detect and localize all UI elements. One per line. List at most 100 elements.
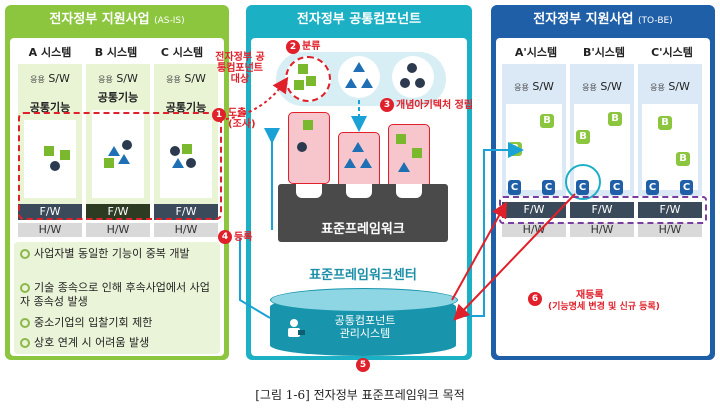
b-component-icon: B bbox=[540, 114, 554, 128]
step-label-classify: 분류 bbox=[302, 41, 321, 52]
b-component-icon: B bbox=[608, 112, 622, 126]
green-square-shape bbox=[104, 158, 114, 168]
c-component-icon: C bbox=[610, 180, 623, 195]
dark-circle-shape bbox=[400, 78, 410, 88]
figure-caption: [그림 1-6] 전자정부 표준프레임워크 목적 bbox=[255, 388, 465, 402]
issue-bullet-2: 기술 종속으로 인해 후속사업에서 사업자 종속성 발생 bbox=[20, 281, 210, 308]
blue-triangle-shape bbox=[360, 158, 372, 168]
step-label-reregister: 재등록 bbox=[576, 290, 604, 301]
to-be-title-text: 전자정부 지원사업 bbox=[533, 12, 634, 27]
green-square-shape bbox=[182, 144, 192, 154]
framework-slot bbox=[296, 184, 322, 198]
to-be-title: 전자정부 지원사업 (TO-BE) bbox=[496, 7, 710, 33]
common-function-dashed-outline bbox=[18, 112, 222, 220]
framework-slot bbox=[396, 184, 422, 198]
step-number-5: 5 bbox=[356, 358, 370, 372]
common-component-title: 전자정부 공통컴포넌트 bbox=[296, 12, 422, 27]
system-c-common: 공통기능 bbox=[165, 101, 207, 114]
c-component-icon: C bbox=[646, 180, 659, 195]
step-label-extract: 도출 (조사) bbox=[228, 108, 256, 130]
issues-box bbox=[14, 242, 220, 354]
dark-circle-shape bbox=[170, 146, 180, 156]
blue-triangle-shape bbox=[345, 78, 357, 88]
system-a2-hw: H/W bbox=[502, 223, 566, 237]
system-c-sw: 응용 S/W bbox=[166, 72, 206, 85]
blue-triangle-shape bbox=[361, 78, 373, 88]
reregister-arrow-up bbox=[451, 201, 507, 301]
issue-bullet-1: 사업자별 동일한 기능이 중복 개발 bbox=[20, 247, 216, 261]
dark-circle-shape bbox=[122, 140, 132, 150]
step-number-6: 6 bbox=[528, 292, 542, 306]
system-c-fw: F/W bbox=[154, 204, 218, 220]
b-component-icon: B bbox=[576, 130, 590, 144]
step-number-3: 3 bbox=[380, 98, 394, 112]
cylinder-top bbox=[270, 288, 458, 312]
step-label-reregister-detail: (기능명세 변경 및 신규 등록) bbox=[548, 302, 660, 312]
reregister-arrow-down bbox=[453, 193, 576, 321]
as-is-title-text: 전자정부 지원사업 bbox=[49, 12, 150, 27]
blue-triangle-shape bbox=[172, 158, 184, 168]
c-component-icon: C bbox=[542, 180, 555, 195]
management-system-label: 공통컴포넌트 관리시스템 bbox=[310, 314, 420, 340]
step-label-architecture: 개념아키텍처 정립 bbox=[396, 100, 474, 111]
system-c2-fw: F/W bbox=[638, 202, 702, 218]
blue-triangle-shape bbox=[108, 146, 120, 156]
step-label-register: 등록 bbox=[234, 232, 253, 243]
highlight-circle bbox=[565, 164, 601, 200]
step-number-4: 4 bbox=[218, 230, 232, 244]
system-b-title: B 시스템 bbox=[94, 46, 138, 59]
step-number-2: 2 bbox=[286, 40, 300, 54]
dark-circle-shape bbox=[297, 142, 307, 152]
management-system-line2: 관리시스템 bbox=[339, 327, 391, 340]
framework-slot bbox=[346, 184, 372, 198]
system-c-hw: H/W bbox=[154, 223, 218, 237]
as-is-title-sub: (AS-IS) bbox=[154, 16, 185, 26]
b-component-icon: B bbox=[658, 116, 672, 130]
system-c2-hw: H/W bbox=[638, 223, 702, 237]
issue-bullet-4: 상호 연계 시 어려움 발생 bbox=[20, 336, 216, 350]
system-b-fw: F/W bbox=[86, 204, 150, 220]
green-square-shape bbox=[303, 120, 313, 130]
green-square-shape bbox=[412, 148, 422, 158]
as-is-title: 전자정부 지원사업 (AS-IS) bbox=[10, 7, 224, 33]
system-a-hw: H/W bbox=[18, 223, 82, 237]
dark-circle-shape bbox=[407, 63, 417, 73]
system-b-hw: H/W bbox=[86, 223, 150, 237]
c-component-icon: C bbox=[508, 180, 521, 195]
system-b2-fw: F/W bbox=[570, 202, 634, 218]
blue-triangle-shape bbox=[118, 154, 130, 164]
common-target-label: 전자정부 공통컴포넌트 대상 bbox=[215, 52, 265, 85]
system-b-sw: 응용 S/W bbox=[98, 72, 138, 85]
system-b2-sw: 응용 S/W bbox=[582, 80, 622, 93]
system-b2-hw: H/W bbox=[570, 223, 634, 237]
blue-triangle-shape bbox=[353, 62, 365, 72]
issue-bullet-3: 중소기업의 입찰기회 제한 bbox=[20, 316, 216, 330]
blue-triangle-shape bbox=[344, 158, 356, 168]
blue-triangle-shape bbox=[398, 162, 410, 172]
system-a2-title: A'시스템 bbox=[514, 46, 558, 59]
system-a2-sw: 응용 S/W bbox=[514, 80, 554, 93]
blue-triangle-shape bbox=[352, 142, 364, 152]
step-number-1: 1 bbox=[212, 108, 226, 122]
operator-icon bbox=[286, 318, 306, 340]
system-c2-title: C'시스템 bbox=[651, 46, 693, 59]
framework-center-title: 표준프레임워크센터 bbox=[309, 268, 417, 283]
system-c-title: C 시스템 bbox=[160, 46, 204, 59]
register-arrow bbox=[239, 238, 271, 319]
system-b2-title: B'시스템 bbox=[582, 46, 626, 59]
green-square-shape bbox=[396, 134, 406, 144]
c-component-icon: C bbox=[680, 180, 693, 195]
dark-circle-shape bbox=[50, 161, 60, 171]
management-system-line1: 공통컴포넌트 bbox=[334, 314, 396, 327]
system-a-fw: F/W bbox=[18, 204, 82, 220]
system-a-sw: 응용 S/W bbox=[30, 72, 70, 85]
system-c2-sw: 응용 S/W bbox=[650, 80, 690, 93]
green-square-shape bbox=[294, 80, 304, 90]
dark-circle-shape bbox=[415, 78, 425, 88]
b-component-icon: B bbox=[676, 152, 690, 166]
distribute-arrow bbox=[456, 142, 524, 317]
extract-arrow bbox=[219, 76, 289, 121]
green-square-shape bbox=[44, 146, 54, 156]
system-b-common: 공통기능 bbox=[97, 91, 139, 104]
